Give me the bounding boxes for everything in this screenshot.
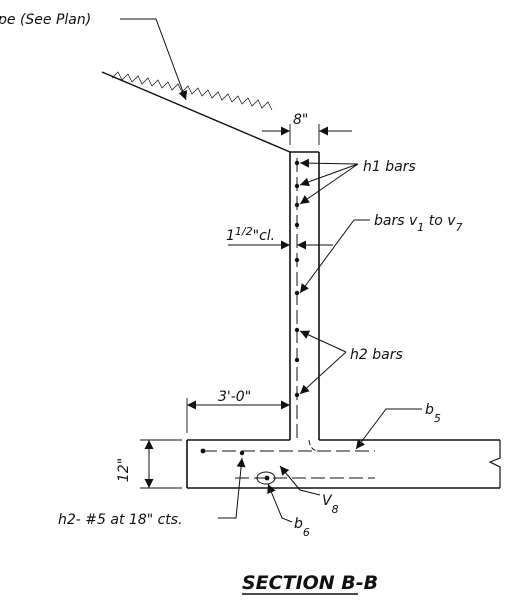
soil-hatch	[111, 71, 273, 111]
h2-bars-label: h2 bars	[350, 347, 403, 363]
v8-sub: 8	[332, 503, 339, 516]
section-title: SECTION B-B	[242, 572, 378, 594]
stem-wall	[289, 151, 320, 440]
bars-v-sub2: 7	[456, 221, 463, 234]
bars-v-leader	[299, 219, 370, 294]
h1-bars-label: h1 bars	[363, 159, 416, 175]
h2-leaders	[299, 330, 347, 395]
cover-tail: "cl.	[253, 228, 275, 244]
b6-sub: 6	[303, 526, 310, 539]
footing-thickness-dimension	[140, 439, 182, 489]
bars-v-label: bars v1 to v7	[374, 213, 463, 234]
break-line	[488, 440, 501, 488]
b5-leader	[355, 408, 422, 450]
ground-slope	[101, 71, 291, 153]
b5-label: b5	[425, 402, 441, 425]
slope-label: pe (See Plan)	[0, 12, 91, 28]
bars-v-prefix: bars v	[374, 213, 418, 229]
toe-label: 3'-0"	[218, 389, 251, 405]
h2-spacing-label: h2- #5 at 18" cts.	[58, 512, 183, 528]
b6-label: b6	[294, 516, 310, 539]
b5-sub: 5	[434, 412, 441, 425]
cover-label: 11/2"cl.	[226, 225, 275, 244]
b6-leader	[267, 483, 293, 523]
b5-main: b	[425, 402, 434, 418]
bars-v-mid: to v	[424, 213, 456, 229]
h2-spacing-leader	[218, 457, 246, 519]
toe-dimension	[186, 398, 290, 433]
bars-v-sub1: 1	[417, 221, 424, 234]
v8-ellipse	[256, 471, 276, 485]
cover-frac: 1/2	[235, 225, 253, 238]
b6-main: b	[294, 516, 303, 532]
v8-leader	[279, 465, 321, 496]
footing	[186, 439, 501, 489]
h1-leaders	[299, 158, 359, 205]
slope-leader	[120, 18, 188, 101]
footing-thickness-label: 12"	[116, 458, 132, 482]
wall-thickness-label: 8"	[293, 112, 308, 128]
v8-main: V	[322, 493, 333, 509]
v8-label: V8	[322, 493, 339, 516]
cover-whole: 1	[226, 228, 235, 244]
wall-thickness-dimension	[262, 124, 352, 145]
